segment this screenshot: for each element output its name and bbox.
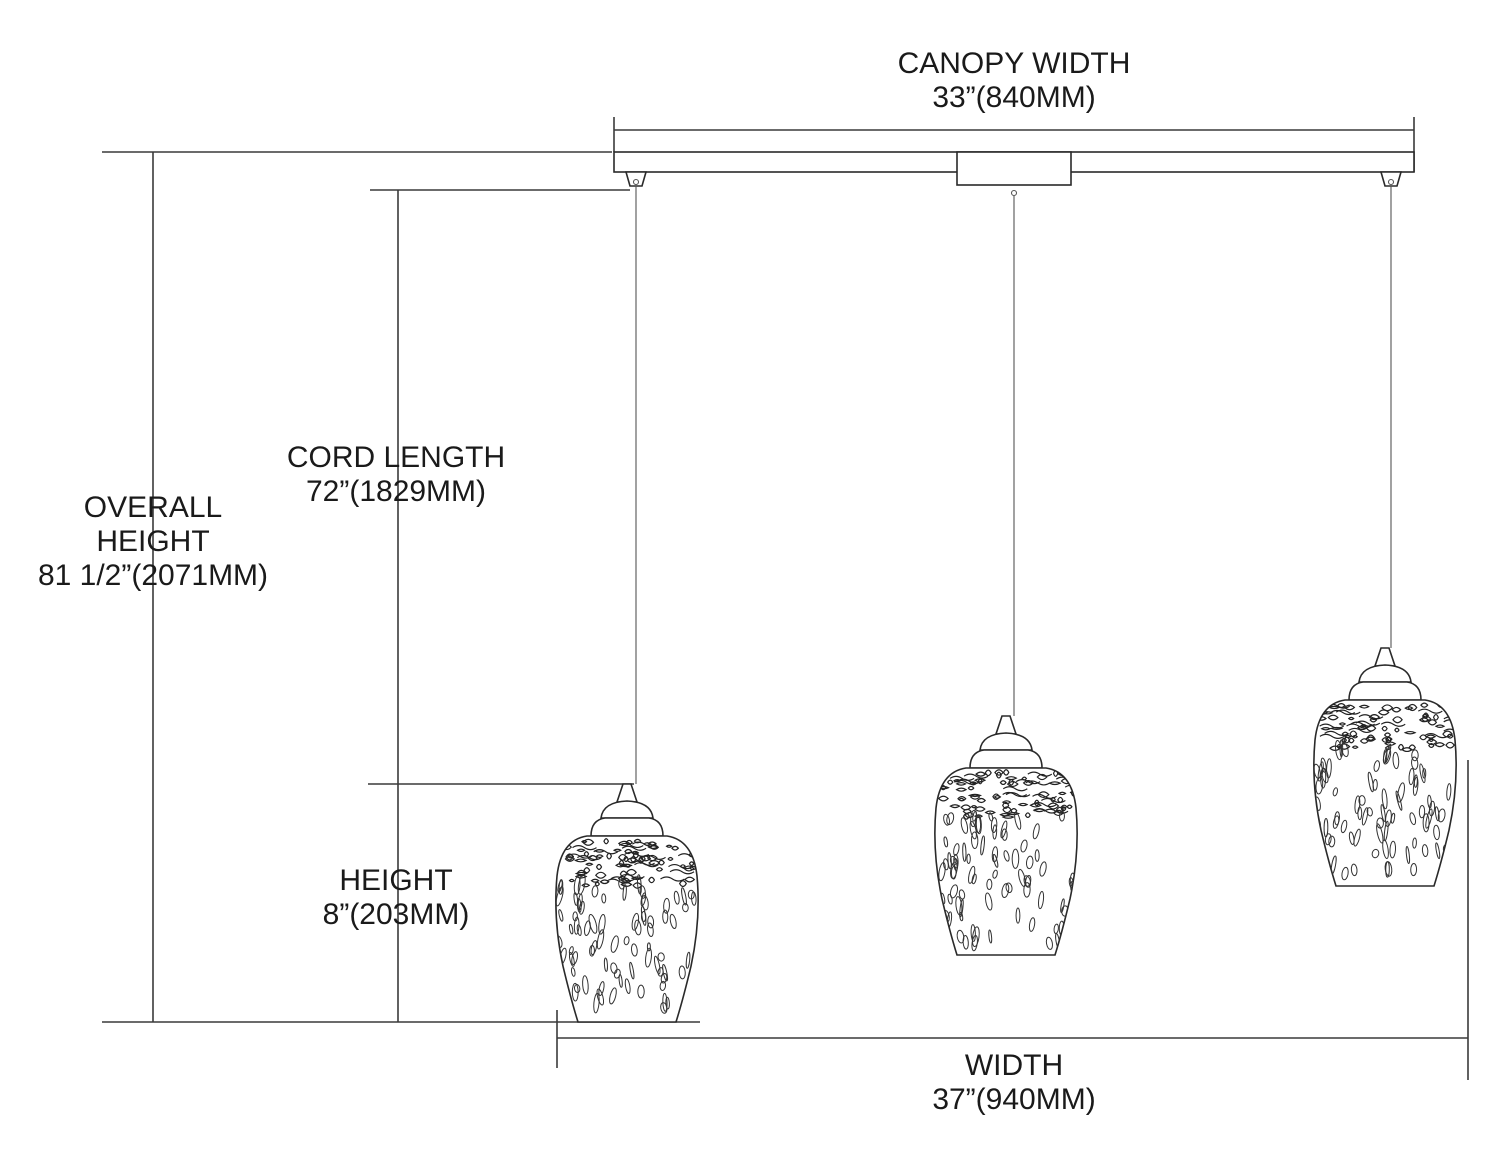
cord-length-title: CORD LENGTH [286, 441, 506, 474]
canopy-bar [613, 151, 1415, 197]
overall-height-title-line2: HEIGHT [96, 525, 210, 558]
width-value: 37”(940MM) [932, 1083, 1096, 1116]
pendant-cords [635, 186, 1392, 784]
height-title: HEIGHT [339, 864, 453, 897]
overall-height-label: OVERALL HEIGHT 81 1/2”(2071MM) [0, 491, 306, 593]
pendant-right [1313, 647, 1457, 887]
cord-length-value: 72”(1829MM) [305, 475, 487, 508]
width-dimension-lines [556, 760, 1469, 1080]
pendant-left [555, 783, 699, 1023]
height-value: 8”(203MM) [322, 898, 470, 931]
overall-height-title-line1: OVERALL [83, 491, 223, 524]
width-label: WIDTH 37”(940MM) [864, 1049, 1164, 1117]
overall-height-value: 81 1/2”(2071MM) [37, 559, 269, 592]
width-title: WIDTH [964, 1049, 1064, 1082]
pendant-left-glass-texture [555, 838, 699, 1014]
pendant-center [934, 715, 1078, 956]
cord-length-label: CORD LENGTH 72”(1829MM) [246, 441, 546, 509]
pendant-shades [555, 647, 1457, 1023]
canopy-width-label: CANOPY WIDTH 33”(840MM) [864, 47, 1164, 115]
canopy-width-title: CANOPY WIDTH [897, 47, 1131, 80]
canopy-width-value: 33”(840MM) [932, 81, 1096, 114]
height-label: HEIGHT 8”(203MM) [296, 864, 496, 932]
cord-height-dimension-lines [368, 189, 634, 1022]
